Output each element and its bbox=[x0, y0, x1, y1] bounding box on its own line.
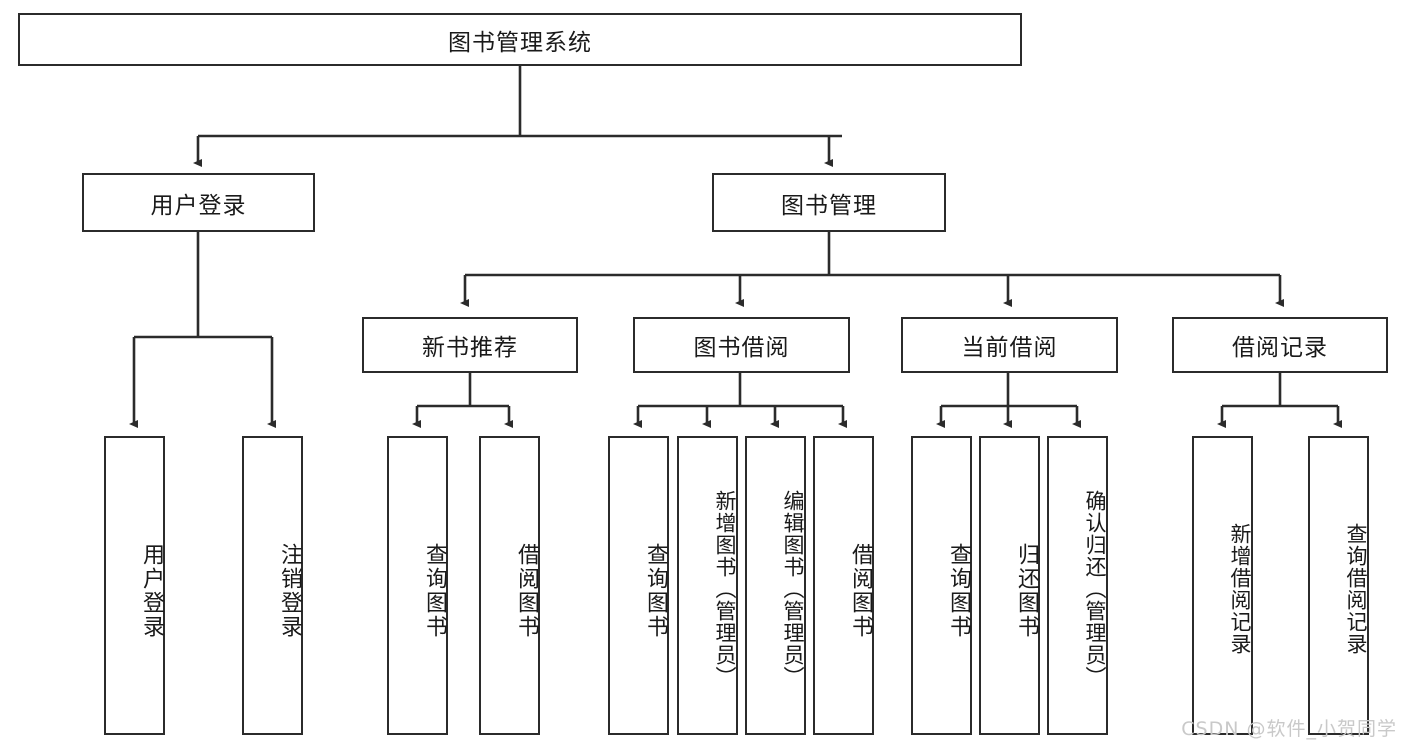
node-root[interactable]: 图书管理系统 bbox=[18, 13, 1022, 66]
leaf-return-book[interactable]: 归还图书 bbox=[979, 436, 1040, 735]
node-book-borrow-label: 图书借阅 bbox=[693, 335, 790, 361]
csdn-watermark: CSDN @软件_小贺同学 bbox=[1181, 718, 1397, 740]
leaf-logout-login[interactable]: 注销登录 bbox=[242, 436, 303, 735]
node-book-manage[interactable]: 图书管理 bbox=[712, 173, 946, 232]
leaf-add-record-label: 新增借阅记录 bbox=[1228, 522, 1252, 655]
node-borrow-record[interactable]: 借阅记录 bbox=[1172, 317, 1388, 373]
node-user-login[interactable]: 用户登录 bbox=[82, 173, 315, 232]
leaf-add-book[interactable]: 新增图书（管理员） bbox=[677, 436, 738, 735]
leaf-borrow-book-2[interactable]: 借阅图书 bbox=[813, 436, 874, 735]
leaf-edit-book-label: 编辑图书（管理员） bbox=[781, 489, 805, 688]
node-new-book-recommend[interactable]: 新书推荐 bbox=[362, 317, 578, 373]
node-root-label: 图书管理系统 bbox=[448, 29, 592, 56]
node-book-manage-label: 图书管理 bbox=[781, 192, 877, 219]
leaf-return-book-label: 归还图书 bbox=[1014, 542, 1039, 639]
leaf-user-login[interactable]: 用户登录 bbox=[104, 436, 165, 735]
leaf-query-book-3-label: 查询图书 bbox=[946, 542, 971, 639]
leaf-confirm-return-label: 确认归还（管理员） bbox=[1083, 489, 1107, 688]
leaf-query-book-1[interactable]: 查询图书 bbox=[387, 436, 448, 735]
leaf-add-record[interactable]: 新增借阅记录 bbox=[1192, 436, 1253, 735]
leaf-edit-book[interactable]: 编辑图书（管理员） bbox=[745, 436, 806, 735]
leaf-query-book-2[interactable]: 查询图书 bbox=[608, 436, 669, 735]
leaf-borrow-book-1[interactable]: 借阅图书 bbox=[479, 436, 540, 735]
leaf-user-login-label: 用户登录 bbox=[139, 542, 164, 639]
leaf-query-record-label: 查询借阅记录 bbox=[1344, 522, 1368, 655]
node-current-borrow[interactable]: 当前借阅 bbox=[901, 317, 1118, 373]
leaf-add-book-label: 新增图书（管理员） bbox=[713, 489, 737, 688]
leaf-borrow-book-1-label: 借阅图书 bbox=[514, 542, 539, 639]
node-book-borrow[interactable]: 图书借阅 bbox=[633, 317, 850, 373]
leaf-query-book-2-label: 查询图书 bbox=[643, 542, 668, 639]
node-borrow-record-label: 借阅记录 bbox=[1232, 335, 1328, 361]
node-new-book-recommend-label: 新书推荐 bbox=[422, 335, 518, 361]
leaf-query-record[interactable]: 查询借阅记录 bbox=[1308, 436, 1369, 735]
leaf-query-book-1-label: 查询图书 bbox=[422, 542, 447, 639]
node-current-borrow-label: 当前借阅 bbox=[961, 335, 1058, 361]
node-user-login-label: 用户登录 bbox=[150, 192, 247, 219]
leaf-query-book-3[interactable]: 查询图书 bbox=[911, 436, 972, 735]
leaf-borrow-book-2-label: 借阅图书 bbox=[848, 542, 873, 639]
leaf-confirm-return[interactable]: 确认归还（管理员） bbox=[1047, 436, 1108, 735]
leaf-logout-login-label: 注销登录 bbox=[277, 542, 302, 639]
